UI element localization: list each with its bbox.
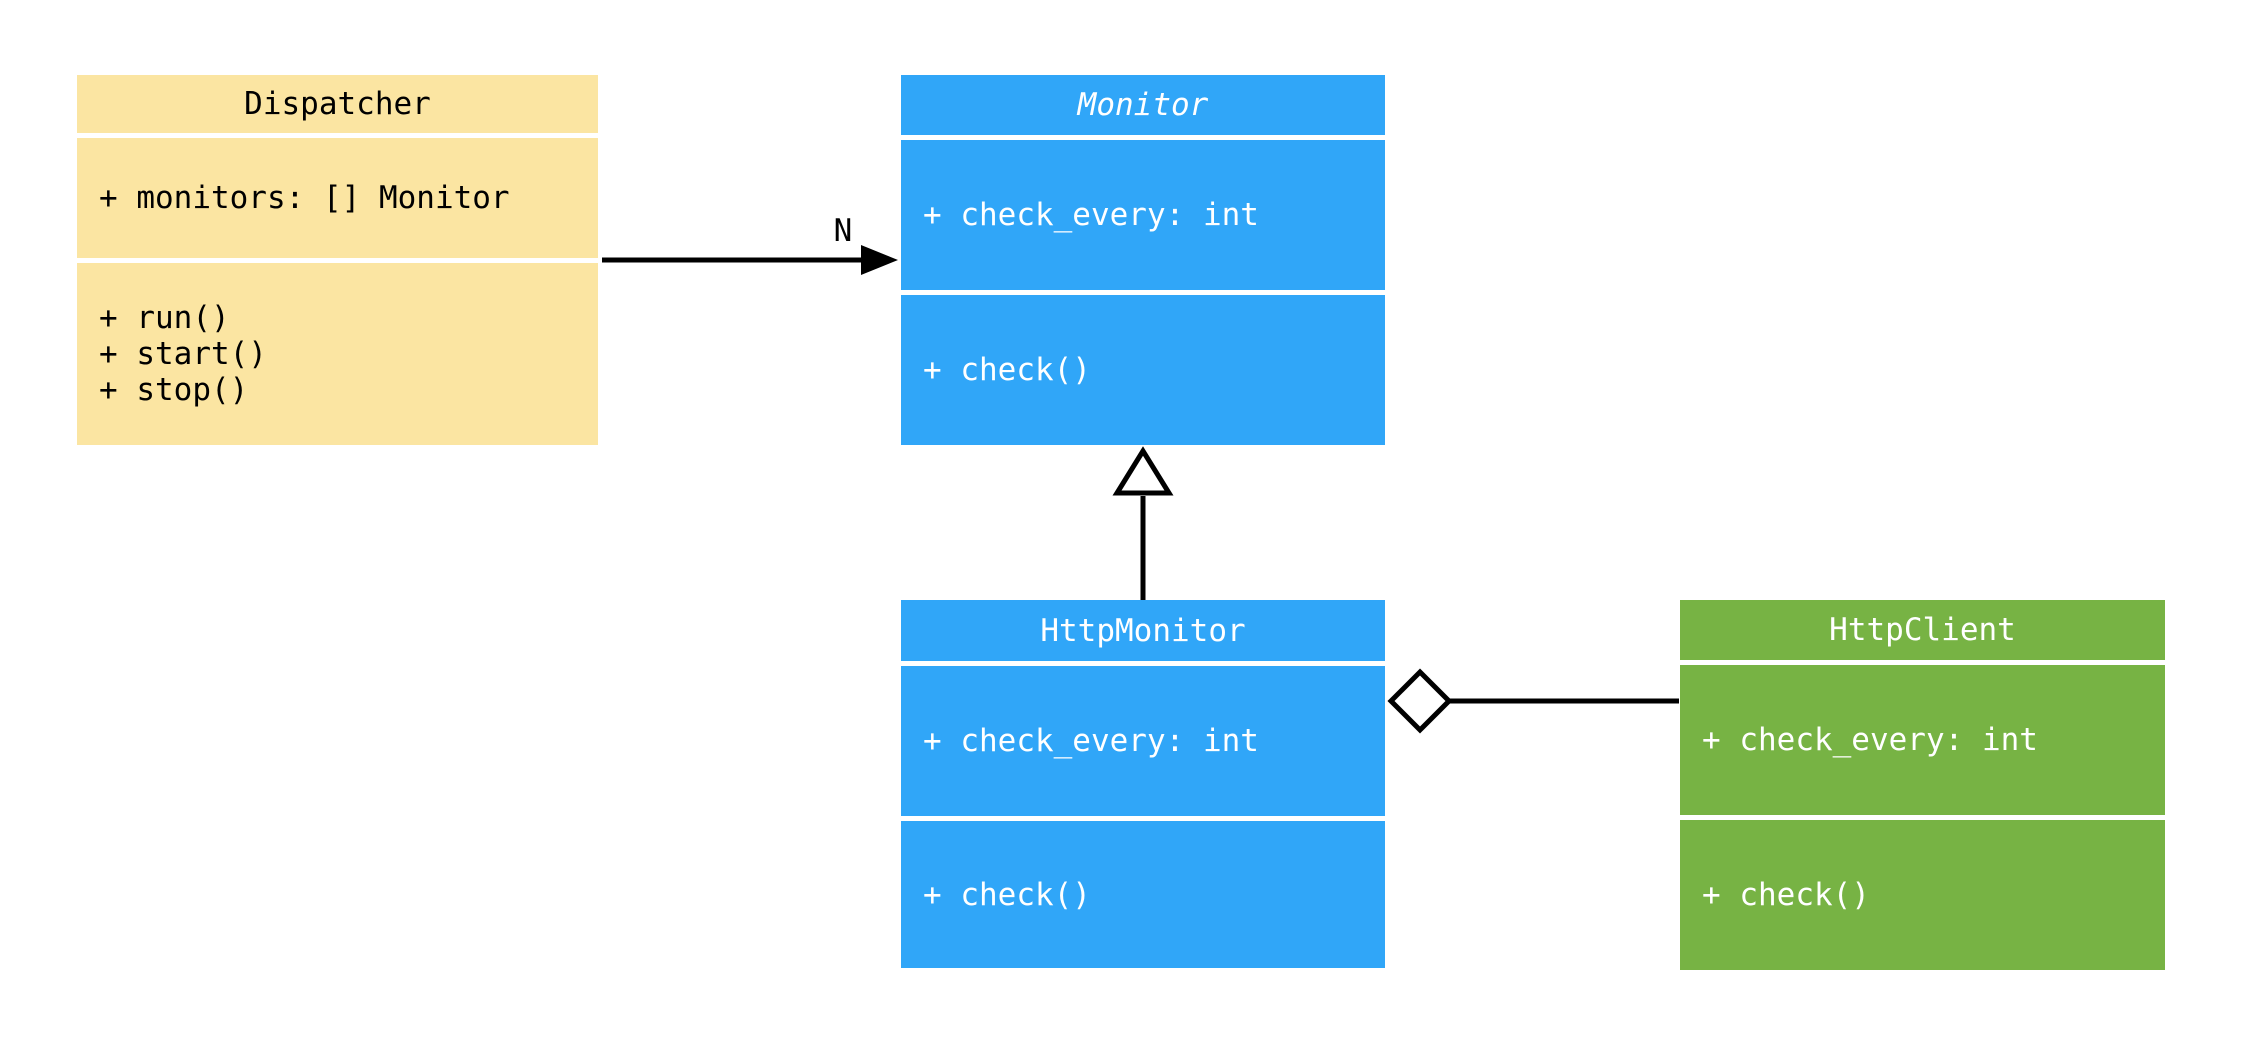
association-arrowhead-icon [861,245,898,275]
class-title-httpmonitor: HttpMonitor [901,600,1385,661]
class-methods-httpclient: + check() [1680,820,2165,970]
method-line: + check() [923,876,1091,913]
class-title-httpclient: HttpClient [1680,600,2165,660]
class-methods-monitor: + check() [901,295,1385,445]
class-methods-dispatcher: + run() + start() + stop() [77,263,598,445]
attribute-line: + check_every: int [923,723,1259,759]
aggregation-diamond-icon [1387,668,1453,734]
class-attributes-httpclient: + check_every: int [1680,665,2165,815]
aggregation-httpmonitor-httpclient [1387,668,1679,734]
attribute-line: + check_every: int [1702,722,2038,758]
method-line: + run() [99,300,230,336]
class-box-httpmonitor: HttpMonitor + check_every: int + check() [901,600,1385,968]
class-methods-httpmonitor: + check() [901,821,1385,968]
class-box-dispatcher: Dispatcher + monitors: [] Monitor + run(… [77,75,598,445]
association-dispatcher-monitor: N [602,213,898,275]
class-box-monitor: Monitor + check_every: int + check() [901,75,1385,445]
multiplicity-label: N [834,213,853,249]
attribute-line: + check_every: int [923,197,1259,233]
class-attributes-dispatcher: + monitors: [] Monitor [77,138,598,258]
class-title-dispatcher: Dispatcher [77,75,598,133]
method-line: + check() [1702,877,1870,913]
inheritance-httpmonitor-monitor [1112,446,1174,600]
method-line: + stop() [99,372,249,408]
method-line: + check() [923,352,1091,388]
class-box-httpclient: HttpClient + check_every: int + check() [1680,600,2165,970]
method-line: + start() [99,336,267,372]
class-attributes-monitor: + check_every: int [901,140,1385,290]
class-attributes-httpmonitor: + check_every: int [901,666,1385,816]
class-title-monitor: Monitor [901,75,1385,135]
attribute-line: + monitors: [] Monitor [99,180,510,216]
inheritance-triangle-icon [1112,446,1174,496]
